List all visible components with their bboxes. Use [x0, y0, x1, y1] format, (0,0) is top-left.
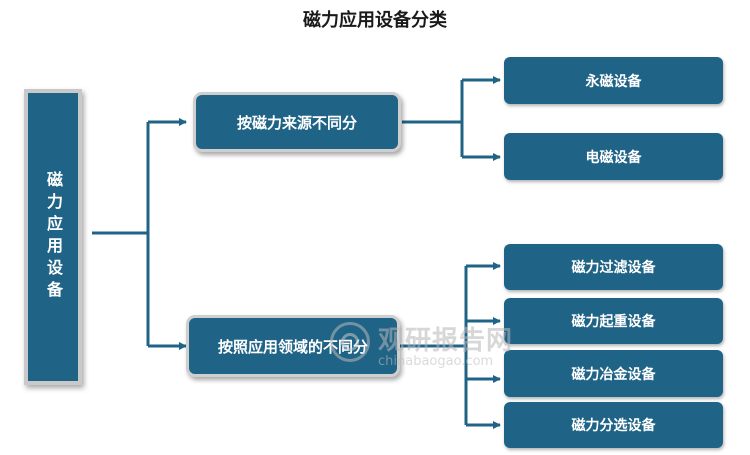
leaf-node-electromagnet: 电磁设备: [504, 133, 723, 180]
leaf-node-label: 电磁设备: [585, 149, 642, 166]
leaf-node-magnetic-lifting: 磁力起重设备: [504, 298, 723, 344]
leaf-node-magnetic-separation: 磁力分选设备: [504, 402, 723, 448]
leaf-node-magnetic-metallurgy: 磁力冶金设备: [504, 350, 723, 397]
leaf-node-label: 磁力冶金设备: [571, 366, 656, 383]
leaf-node-label: 磁力分选设备: [571, 418, 656, 434]
root-node-label: 磁力应用设备: [44, 171, 63, 303]
leaf-node-label: 永磁设备: [585, 73, 642, 90]
watermark: 观研报告网 chinabaogao.com: [330, 318, 520, 378]
branch-node-label: 按磁力来源不同分: [236, 113, 357, 132]
watermark-url: chinabaogao.com: [378, 354, 494, 369]
root-node: 磁力应用设备: [24, 89, 82, 385]
leaf-node-label: 磁力起重设备: [571, 314, 656, 330]
diagram-title: 磁力应用设备分类: [303, 10, 447, 31]
leaf-node-magnetic-filter: 磁力过滤设备: [504, 244, 723, 290]
leaf-node-permanent-magnet: 永磁设备: [504, 57, 723, 104]
branch-node-magnetic-source: 按磁力来源不同分: [193, 92, 401, 152]
watermark-text: 观研报告网: [378, 326, 514, 356]
leaf-node-label: 磁力过滤设备: [571, 260, 656, 276]
watermark-logo-icon: [330, 322, 370, 362]
